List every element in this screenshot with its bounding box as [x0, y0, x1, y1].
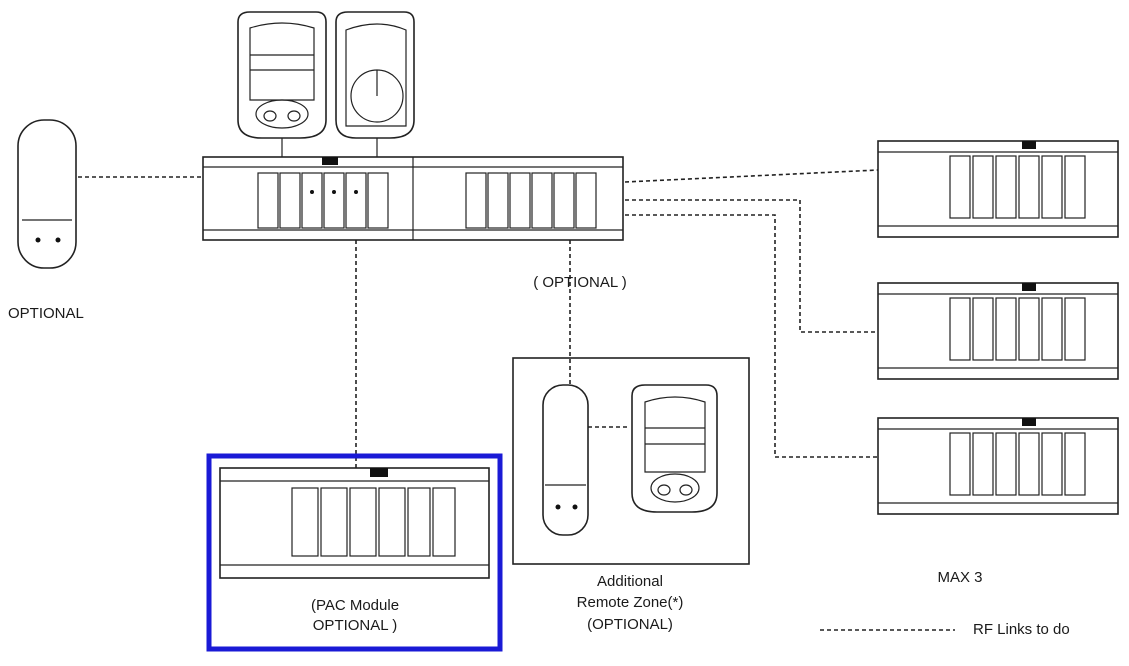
max3-label: MAX 3	[937, 569, 983, 586]
controller-module-icon	[202, 156, 624, 241]
controller-module-icon	[877, 282, 1119, 380]
thermostat-icon	[237, 11, 327, 139]
remote-zone-frame	[512, 357, 750, 565]
legend-label: RF Links to do	[973, 621, 1070, 638]
sensor-icon	[542, 384, 589, 536]
zone-label-line2: Remote Zone(*)	[576, 594, 684, 611]
pac-module-frame	[206, 453, 503, 652]
optional-left-label: OPTIONAL	[8, 305, 84, 322]
thermostat-icon	[631, 384, 718, 513]
sensor-icon	[17, 119, 77, 269]
pac-label-line2: OPTIONAL )	[312, 617, 398, 634]
zone-label-line1: Additional	[597, 573, 663, 590]
controller-module-icon	[877, 417, 1119, 515]
optional-center-label: ( OPTIONAL )	[533, 274, 627, 291]
rf-links	[78, 169, 955, 631]
controller-module-icon	[877, 140, 1119, 238]
controller-module-icon	[219, 467, 490, 579]
zone-label-line3: (OPTIONAL)	[587, 616, 673, 633]
dial-thermostat-icon	[335, 11, 415, 139]
pac-label-line1: (PAC Module	[310, 597, 400, 614]
